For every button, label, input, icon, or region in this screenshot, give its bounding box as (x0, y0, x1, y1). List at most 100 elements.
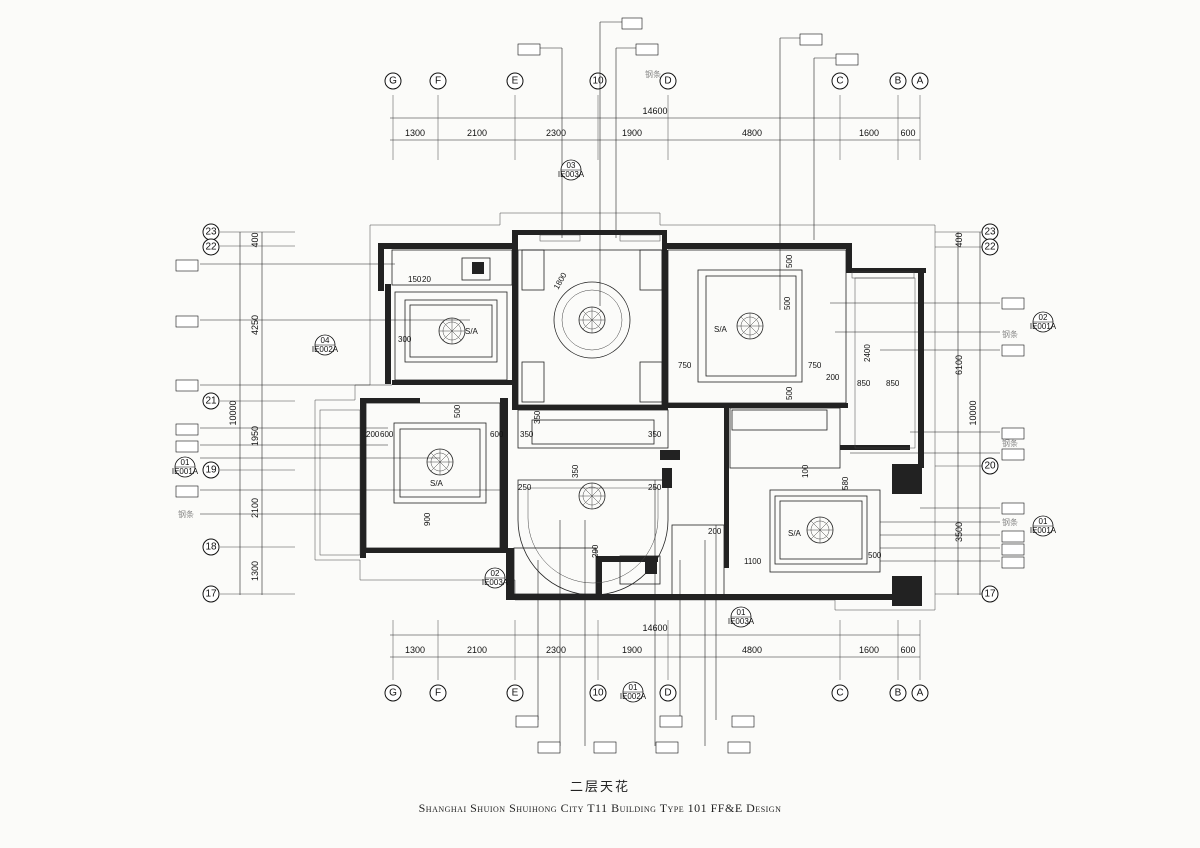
sa-label: S/A (714, 325, 728, 334)
svg-text:01: 01 (629, 683, 638, 692)
room-dim: 20 (422, 275, 431, 284)
grid-bubble-10-top: 10 (592, 76, 604, 87)
svg-text:IE002A: IE002A (620, 692, 647, 701)
drawing-title-en: Shanghai Shuion Shuihong City T11 Buildi… (418, 801, 782, 815)
top-dim-4: 1900 (622, 128, 642, 138)
left-dimension-lines: 400 4250 1950 2100 1300 10000 (220, 231, 295, 595)
grid-bubble-22-right: 22 (984, 242, 996, 253)
grid-bubbles-top: G F E 10 D C B A (384, 72, 929, 90)
section-marker: 01 IE001A (172, 456, 199, 478)
room-dim: 290 (591, 544, 600, 558)
svg-text:01: 01 (1039, 517, 1048, 526)
svg-text:04: 04 (321, 336, 330, 345)
grid-bubble-18-left: 18 (205, 542, 217, 553)
svg-text:IE001A: IE001A (1030, 526, 1057, 535)
grid-bubble-A-top: A (917, 76, 924, 87)
room-dim: 580 (841, 476, 850, 490)
top-dim-6: 1600 (859, 128, 879, 138)
svg-text:IE001A: IE001A (1030, 322, 1057, 331)
grid-bubble-A-bottom: A (917, 688, 924, 699)
tag-boxes (175, 17, 1025, 754)
building-walls (314, 212, 936, 611)
room-dim: 600 (380, 430, 394, 439)
light-fixture (806, 516, 834, 544)
room-dim: 2400 (863, 344, 872, 362)
top-dim-1: 1300 (405, 128, 425, 138)
section-marker: 01 IE001A (1030, 515, 1057, 537)
section-marker: 01 IE002A (620, 681, 647, 703)
svg-text:IE003A: IE003A (482, 578, 509, 587)
bottom-dim-1: 1300 (405, 645, 425, 655)
grid-bubble-B-bottom: B (895, 688, 902, 699)
svg-text:IE001A: IE001A (172, 467, 199, 476)
top-dim-3: 2300 (546, 128, 566, 138)
grid-bubbles-right: 23 22 20 17 (981, 223, 999, 603)
svg-text:02: 02 (491, 569, 500, 578)
section-markers: 03 IE003A 04 IE002A 01 IE001A 02 IE003A … (172, 159, 1057, 703)
left-dim-1: 400 (250, 232, 260, 247)
grid-bubble-C-top: C (836, 76, 843, 87)
room-dim: 200 (366, 430, 380, 439)
room-dim: 750 (678, 361, 692, 370)
material-note: 钢条 (645, 69, 661, 79)
top-total-dim: 14600 (642, 106, 667, 116)
top-dim-2: 2100 (467, 128, 487, 138)
right-dim-2: 6100 (954, 355, 964, 375)
light-fixture (578, 306, 606, 334)
bottom-dim-2: 2100 (467, 645, 487, 655)
room-dim: 1800 (552, 271, 569, 291)
sa-label: S/A (788, 529, 802, 538)
grid-bubble-21-left: 21 (205, 396, 217, 407)
grid-bubble-E-bottom: E (512, 688, 519, 699)
material-note: 钢条 (1002, 438, 1018, 448)
grid-bubble-D-top: D (664, 76, 671, 87)
room-dim: 250 (518, 483, 532, 492)
light-fixture (426, 448, 454, 476)
room-dim: 500 (783, 296, 792, 310)
room-dim: 150 (408, 275, 422, 284)
drawing-caption: 二层天花 Shanghai Shuion Shuihong City T11 B… (0, 776, 1200, 816)
left-dim-3: 1950 (250, 426, 260, 446)
grid-bubble-22-left: 22 (205, 242, 217, 253)
windows (319, 234, 916, 556)
svg-text:03: 03 (567, 161, 576, 170)
room-dim: 500 (453, 404, 462, 418)
grid-bubble-23-left: 23 (205, 227, 217, 238)
grid-bubble-10-bottom: 10 (592, 688, 604, 699)
svg-text:IE003A: IE003A (728, 617, 755, 626)
grid-bubble-D-bottom: D (664, 688, 671, 699)
material-note: 钢条 (1002, 329, 1018, 339)
left-dim-total: 10000 (228, 400, 238, 425)
section-marker: 01 IE003A (728, 606, 755, 628)
light-fixture (438, 317, 466, 345)
grid-bubble-19-left: 19 (205, 465, 217, 476)
grid-bubble-17-left: 17 (205, 589, 217, 600)
room-dim: 200 (708, 527, 722, 536)
room-dim: 500 (785, 254, 794, 268)
svg-text:02: 02 (1039, 313, 1048, 322)
bottom-dim-6: 1600 (859, 645, 879, 655)
sa-label: S/A (430, 479, 444, 488)
ceiling-zones (365, 249, 881, 596)
section-marker: 02 IE003A (482, 567, 509, 589)
grid-bubble-E-top: E (512, 76, 519, 87)
left-dim-5: 1300 (250, 561, 260, 581)
section-marker: 02 IE001A (1030, 311, 1057, 333)
room-dim: 500 (785, 386, 794, 400)
right-dim-total: 10000 (968, 400, 978, 425)
room-dimensions: 1800 750 750 200 850 850 2400 500 500 60… (366, 254, 900, 566)
sa-label: S/A (465, 327, 479, 336)
left-dim-2: 4250 (250, 315, 260, 335)
top-dimension-lines: 14600 1300 2100 2300 1900 4800 1600 600 (390, 95, 921, 160)
material-note: 钢条 (178, 509, 194, 519)
left-dim-4: 2100 (250, 498, 260, 518)
svg-text:IE003A: IE003A (558, 170, 585, 179)
room-dim: 750 (808, 361, 822, 370)
section-marker: 03 IE003A (558, 159, 585, 181)
right-dimension-lines: 400 6100 3500 10000 (935, 231, 985, 595)
room-dim: 1100 (744, 557, 762, 566)
grid-bubble-C-bottom: C (836, 688, 843, 699)
grid-bubble-20-right: 20 (984, 461, 996, 472)
room-dim: 350 (648, 430, 662, 439)
material-note: 钢条 (1002, 517, 1018, 527)
